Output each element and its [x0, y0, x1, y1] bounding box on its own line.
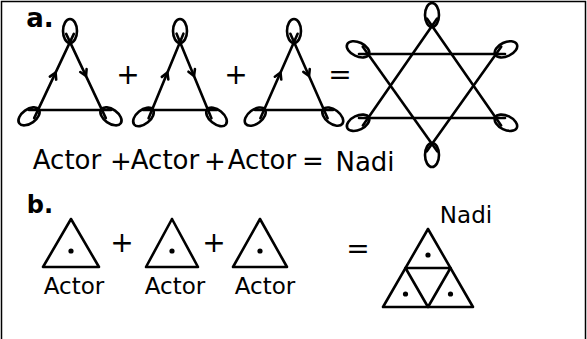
corner-loop	[492, 38, 520, 61]
plus-sign-holder: +	[110, 228, 133, 259]
actor-triangle: Actor	[230, 216, 295, 299]
figure-line	[427, 19, 501, 126]
direction-mark	[275, 73, 281, 80]
figure-line	[66, 34, 106, 118]
equals-sign: =	[302, 147, 324, 176]
plus-sign: +	[204, 147, 226, 176]
figure-line	[177, 34, 212, 119]
actor-triangle-outline	[230, 216, 290, 270]
nadi-triangle-outline	[380, 226, 476, 310]
plus-sign-holder: +	[110, 147, 132, 176]
plus-sign-holder: +	[202, 228, 225, 259]
figure-line	[363, 47, 437, 152]
nadi-triangle: Nadi	[380, 203, 492, 310]
plus-sign-holder: +	[224, 60, 247, 91]
center-dot	[403, 291, 408, 296]
figure-caption: Actor	[33, 146, 101, 175]
figure-line	[363, 19, 437, 126]
plus-sign-holder: +	[204, 147, 226, 176]
direction-mark	[50, 73, 56, 80]
corner-loop	[203, 104, 230, 130]
corner-loop	[319, 104, 347, 130]
direction-mark	[188, 69, 194, 76]
equals-sign-holder: =	[302, 147, 324, 176]
corner-loop	[425, 143, 439, 167]
figure-caption: Nadi	[440, 203, 492, 228]
actor-triangle-outline	[143, 216, 201, 270]
corner-loop	[173, 19, 187, 43]
actor-knot-figure-outline	[136, 26, 224, 126]
figure-line	[290, 34, 327, 118]
corner-loop	[344, 111, 372, 134]
center-dot	[257, 248, 262, 253]
corner-loop	[425, 3, 439, 27]
actor-triangle: Actor	[40, 216, 104, 299]
figure-line	[359, 117, 505, 120]
figure-caption: Actor	[235, 274, 296, 299]
figure-caption: Actor	[145, 274, 206, 299]
actor-knot-figure-outline	[22, 26, 118, 126]
nadi-star-figure: Nadi	[335, 6, 512, 177]
triangle-outline	[146, 219, 198, 267]
center-dot	[448, 291, 453, 296]
plus-sign: +	[110, 228, 133, 259]
nadi-star-figure-outline	[352, 6, 512, 166]
figure-line	[359, 53, 505, 56]
actor-knot-figure-outline	[248, 26, 340, 126]
plus-sign: +	[224, 60, 247, 91]
figure-line	[260, 34, 297, 118]
direction-mark	[162, 73, 168, 80]
plus-sign: +	[202, 228, 225, 259]
inner-triangle	[406, 268, 451, 307]
plus-sign: +	[110, 147, 132, 176]
equals-sign-holder: =	[328, 60, 351, 91]
direction-mark	[303, 69, 309, 76]
figure-caption: Actor	[228, 146, 296, 175]
triangle-outline	[383, 229, 473, 307]
corner-loop	[130, 104, 157, 130]
figure-line	[34, 34, 74, 118]
plus-sign-holder: +	[116, 60, 139, 91]
equals-sign: =	[346, 234, 369, 265]
figure-line	[29, 109, 111, 112]
center-dot	[169, 248, 174, 253]
part-letter: b.	[27, 192, 53, 218]
part-letter: a.	[26, 4, 53, 33]
corner-loop	[287, 19, 301, 43]
center-dot	[68, 248, 73, 253]
figure-line	[427, 47, 501, 152]
direction-mark	[80, 69, 86, 76]
plus-sign: +	[116, 60, 139, 91]
corner-loop	[63, 19, 77, 43]
actor-triangle: Actor	[143, 216, 205, 299]
actor-knot-figure: Actor	[22, 26, 118, 175]
figure-line	[149, 34, 184, 119]
center-dot	[425, 252, 430, 257]
equals-sign: =	[328, 60, 351, 91]
corner-loop	[492, 111, 520, 134]
corner-loop	[344, 38, 372, 61]
equals-sign-holder: =	[346, 234, 369, 265]
part-letter-holder: a.	[26, 4, 53, 33]
triangle-outline	[43, 219, 99, 267]
figure-caption: Actor	[131, 146, 199, 175]
figure-caption: Nadi	[335, 148, 394, 177]
figure-caption: Actor	[44, 274, 105, 299]
triangle-outline	[233, 219, 287, 267]
corner-loop	[241, 104, 269, 130]
corner-loop	[97, 104, 125, 129]
part-letter-holder: b.	[27, 192, 53, 218]
corner-loop	[15, 104, 43, 129]
actor-triangle-outline	[40, 216, 102, 270]
